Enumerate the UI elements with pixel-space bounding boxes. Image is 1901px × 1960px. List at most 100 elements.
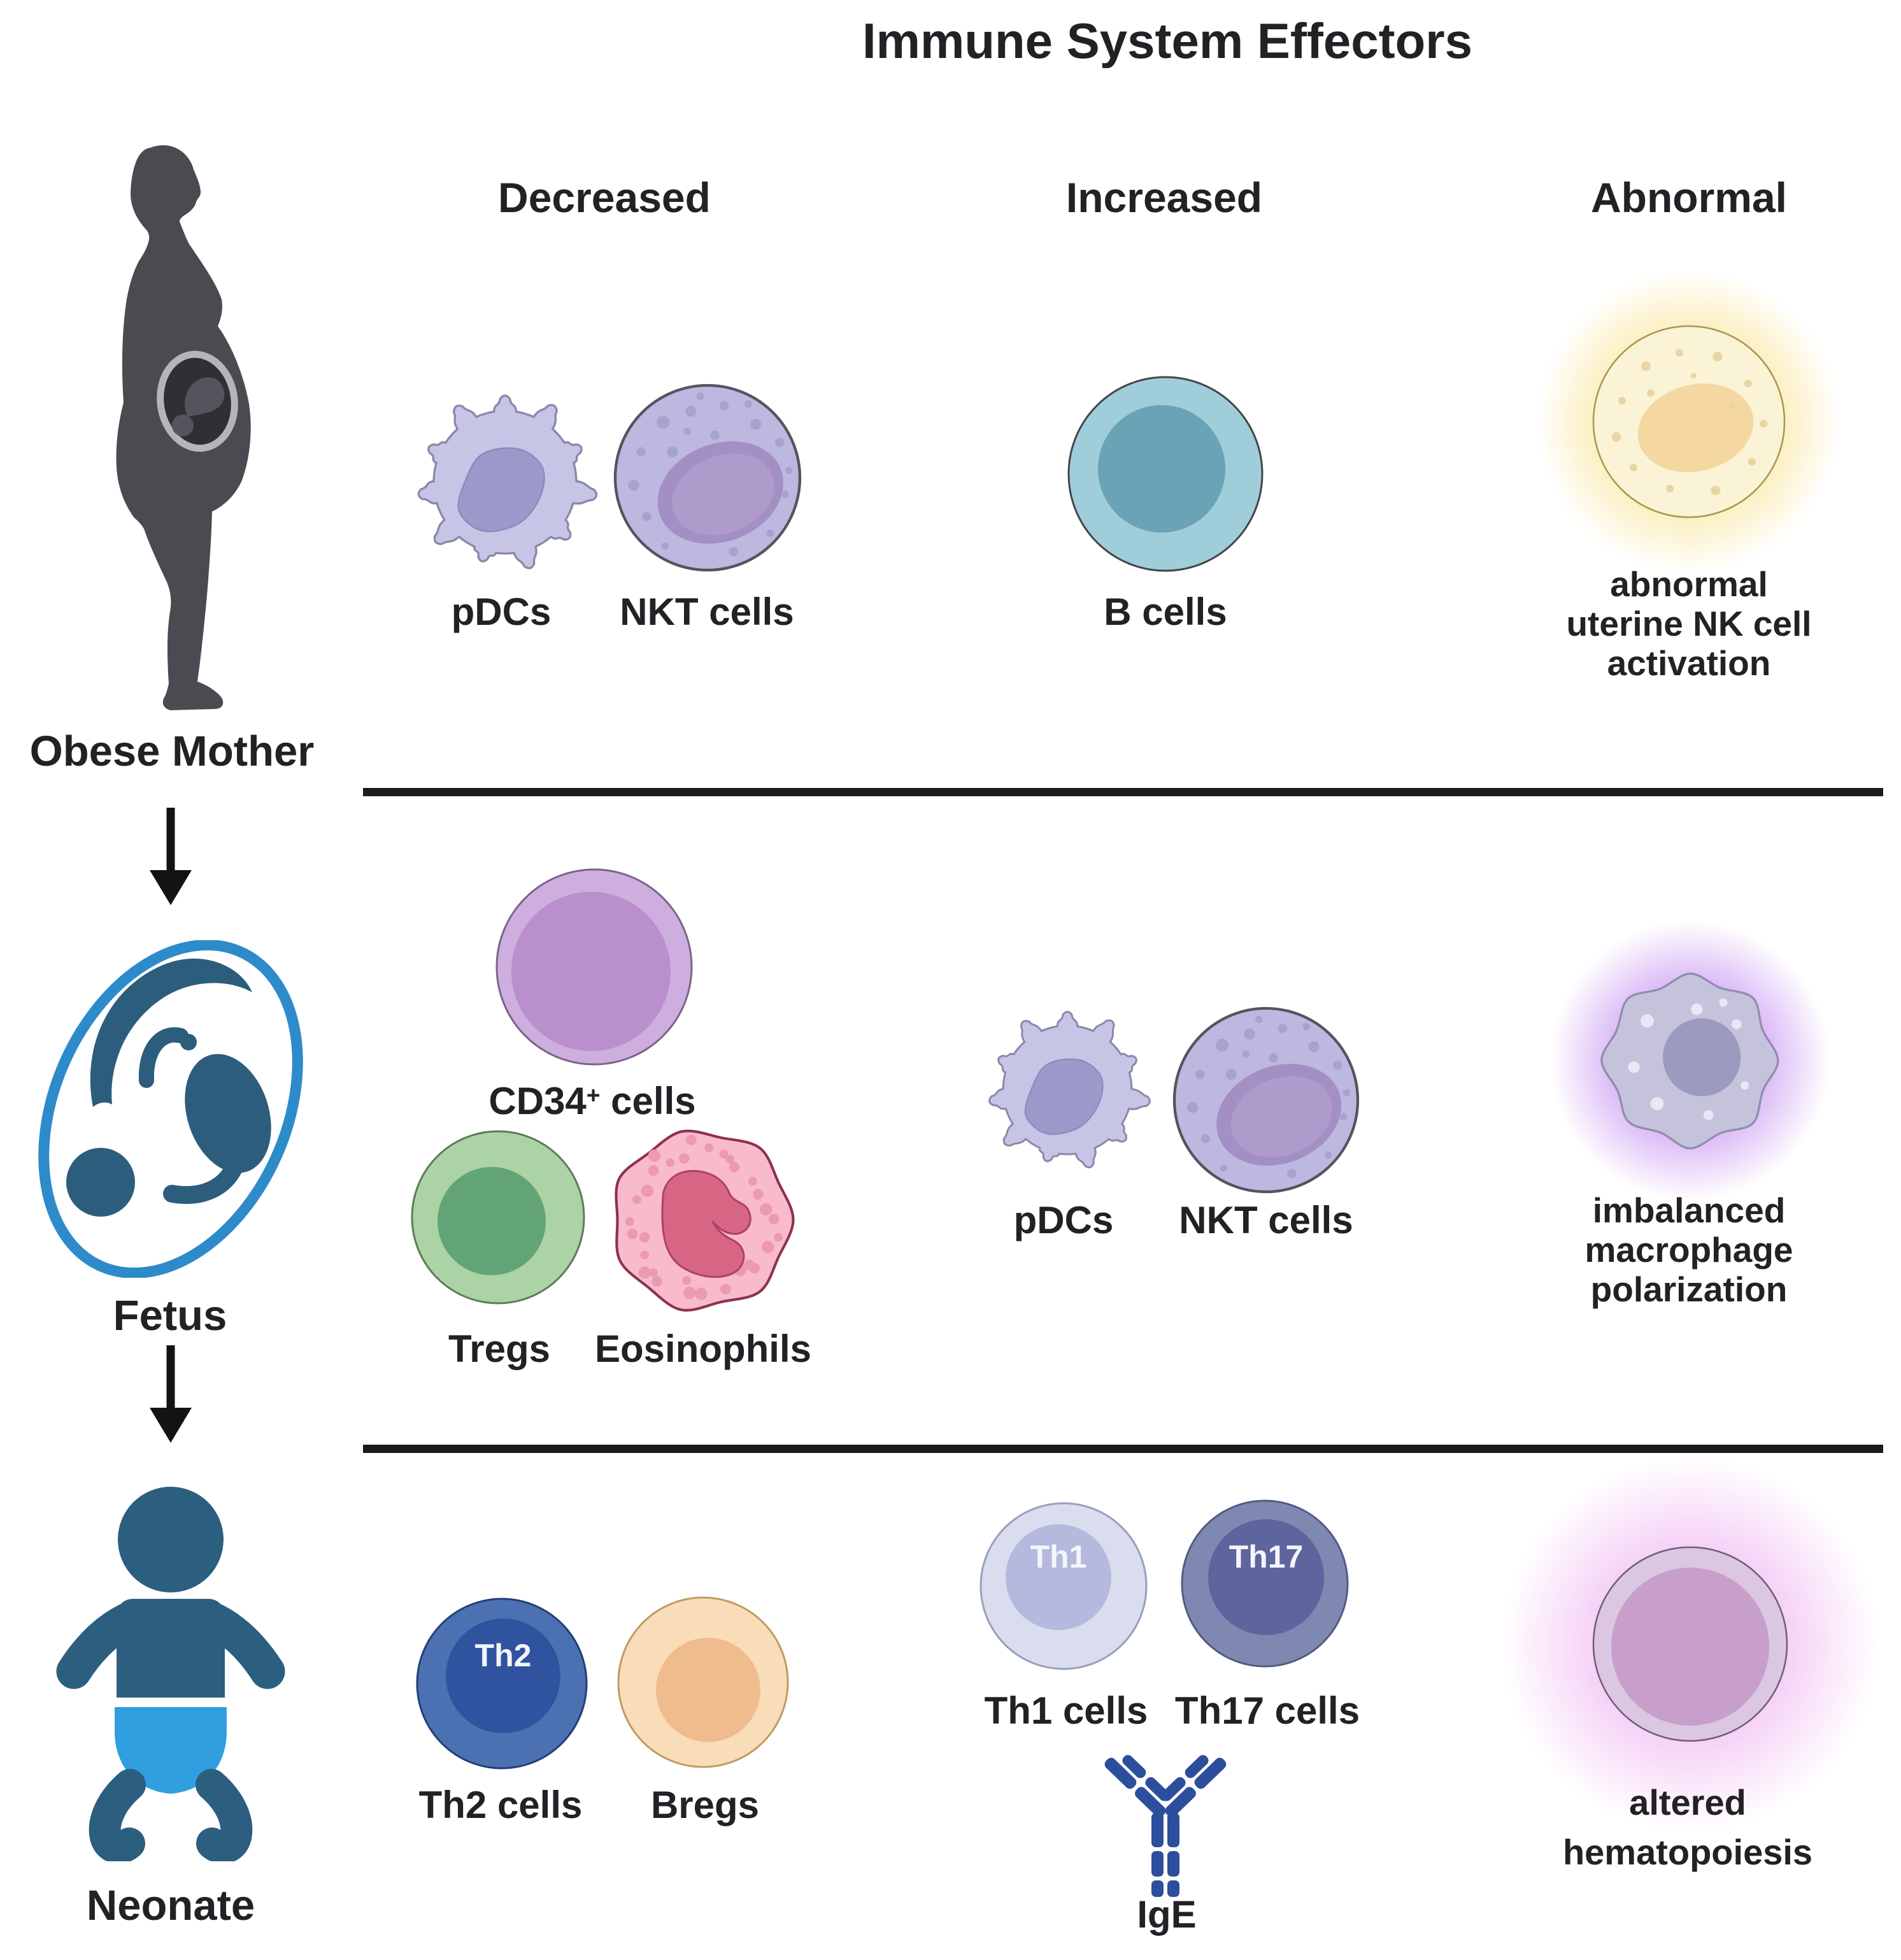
cell-granule — [1611, 432, 1621, 442]
cell-granule — [720, 1284, 731, 1295]
cell-granule — [1200, 1134, 1211, 1143]
label-cd34-cells: CD34+ cells — [488, 1079, 695, 1123]
label-macrophage-line: polarization — [1590, 1270, 1788, 1309]
cell-granule — [1333, 1061, 1342, 1070]
baby-leg-right — [196, 1769, 253, 1861]
cell-granule — [1278, 1024, 1288, 1033]
nkt-cell-mother — [613, 383, 802, 572]
cell-granule — [642, 511, 651, 522]
cd34-cell — [495, 868, 693, 1066]
cell-granule — [686, 1134, 697, 1145]
cell-granule — [696, 1289, 708, 1300]
cell-granule — [704, 1143, 713, 1152]
cell-granule — [729, 547, 738, 557]
cell-granule — [1712, 352, 1723, 362]
label-hematopoiesis-line: altered — [1629, 1782, 1746, 1822]
cell-granule — [1732, 1019, 1742, 1029]
eos-granules — [625, 1134, 783, 1300]
nkt-nucleus-inner — [1230, 1076, 1333, 1157]
treg-cell — [411, 1130, 585, 1305]
label-tregs: Tregs — [448, 1327, 551, 1370]
eos-nucleus — [661, 1170, 751, 1278]
breg-cell — [617, 1596, 789, 1768]
pdc-cell-mother — [417, 394, 598, 569]
pdc-nucleus — [1024, 1058, 1104, 1135]
column-header-abnormal: Abnormal — [1590, 174, 1788, 221]
cd34-base: CD34 — [488, 1080, 587, 1122]
cell-granule — [1287, 1169, 1297, 1178]
arrow-fetus-to-neonate — [150, 1345, 192, 1443]
cell-granule — [696, 392, 704, 401]
pdc-cell-fetus — [988, 1010, 1151, 1169]
cell-granule — [679, 1153, 690, 1164]
cell-granule — [760, 1203, 773, 1216]
label-bregs: Bregs — [650, 1784, 760, 1826]
cell-granule — [1719, 998, 1728, 1007]
cell-granule — [1215, 1038, 1228, 1052]
cell-granule — [719, 1149, 729, 1159]
cell-granule — [774, 438, 785, 448]
cell-granule — [785, 466, 793, 475]
cell-granule — [1220, 1164, 1228, 1172]
altered-hematopoiesis-cell — [1502, 1456, 1878, 1832]
cell-granule — [683, 427, 691, 436]
label-pdcs-mother: pDCs — [451, 590, 552, 633]
cell-granule — [729, 1161, 740, 1173]
row-label-obese-mother: Obese Mother — [29, 727, 315, 775]
cell-granule — [761, 1241, 774, 1254]
cell-granule — [1760, 420, 1767, 427]
cell-granule — [1242, 1050, 1250, 1058]
cell-granule — [627, 1228, 638, 1240]
arrow-stem — [166, 1345, 175, 1410]
cell-granule — [632, 1195, 641, 1205]
abnormal-uterine-nk-cell — [1537, 270, 1840, 573]
label-nkt-mother: NKT cells — [620, 590, 794, 633]
fetus-body — [185, 1054, 271, 1173]
cell-granule — [1339, 1113, 1347, 1120]
cell-granule — [766, 529, 774, 537]
cell-granule — [1269, 1053, 1278, 1062]
cell-granule — [744, 400, 752, 408]
womb-fetus-body — [185, 377, 225, 417]
fetus-hand — [180, 1034, 197, 1050]
cell-granule — [657, 415, 670, 429]
cell-granule — [1703, 1110, 1714, 1120]
macrophage-nucleus — [1663, 1018, 1741, 1096]
cd34-rest: cells — [611, 1080, 696, 1122]
cell-nucleus — [511, 892, 671, 1051]
cell-granule — [685, 405, 697, 417]
row-label-neonate: Neonate — [86, 1882, 255, 1929]
nk-granules — [1611, 349, 1767, 496]
cell-granule — [649, 1268, 658, 1277]
cell-granule — [667, 446, 678, 458]
cell-granule — [1744, 380, 1752, 387]
figure-title: Immune System Effectors — [862, 13, 1472, 69]
label-macrophage-line: imbalanced — [1592, 1191, 1786, 1230]
ige-antibody-icon — [1104, 1755, 1227, 1897]
fetus-head — [66, 1148, 135, 1217]
fetus-leg — [163, 1155, 245, 1204]
label-b-cells: B cells — [1104, 590, 1227, 633]
cell-granule — [1187, 1101, 1199, 1113]
cell-nucleus — [656, 1638, 760, 1742]
cell-granule — [636, 447, 646, 457]
cell-granule — [1691, 373, 1697, 379]
nkt-granules — [1187, 1015, 1351, 1178]
arrow-head — [150, 870, 192, 905]
cell-granule — [648, 1165, 659, 1176]
divider-mother-fetus — [363, 788, 1883, 796]
nkt-cell-fetus — [1172, 1006, 1360, 1194]
cell-granule — [1255, 1015, 1263, 1024]
label-nk-abnormal-line: abnormal — [1610, 564, 1768, 604]
cell-granule — [639, 1232, 650, 1243]
cd34-sup: + — [586, 1082, 601, 1109]
cell-granule — [1641, 1014, 1654, 1027]
cell-granule — [1748, 458, 1756, 466]
macrophage-cell — [1550, 920, 1830, 1201]
cell-granule — [1308, 1041, 1320, 1053]
cell-nucleus — [1006, 1524, 1111, 1630]
cell-nucleus — [1208, 1519, 1324, 1635]
